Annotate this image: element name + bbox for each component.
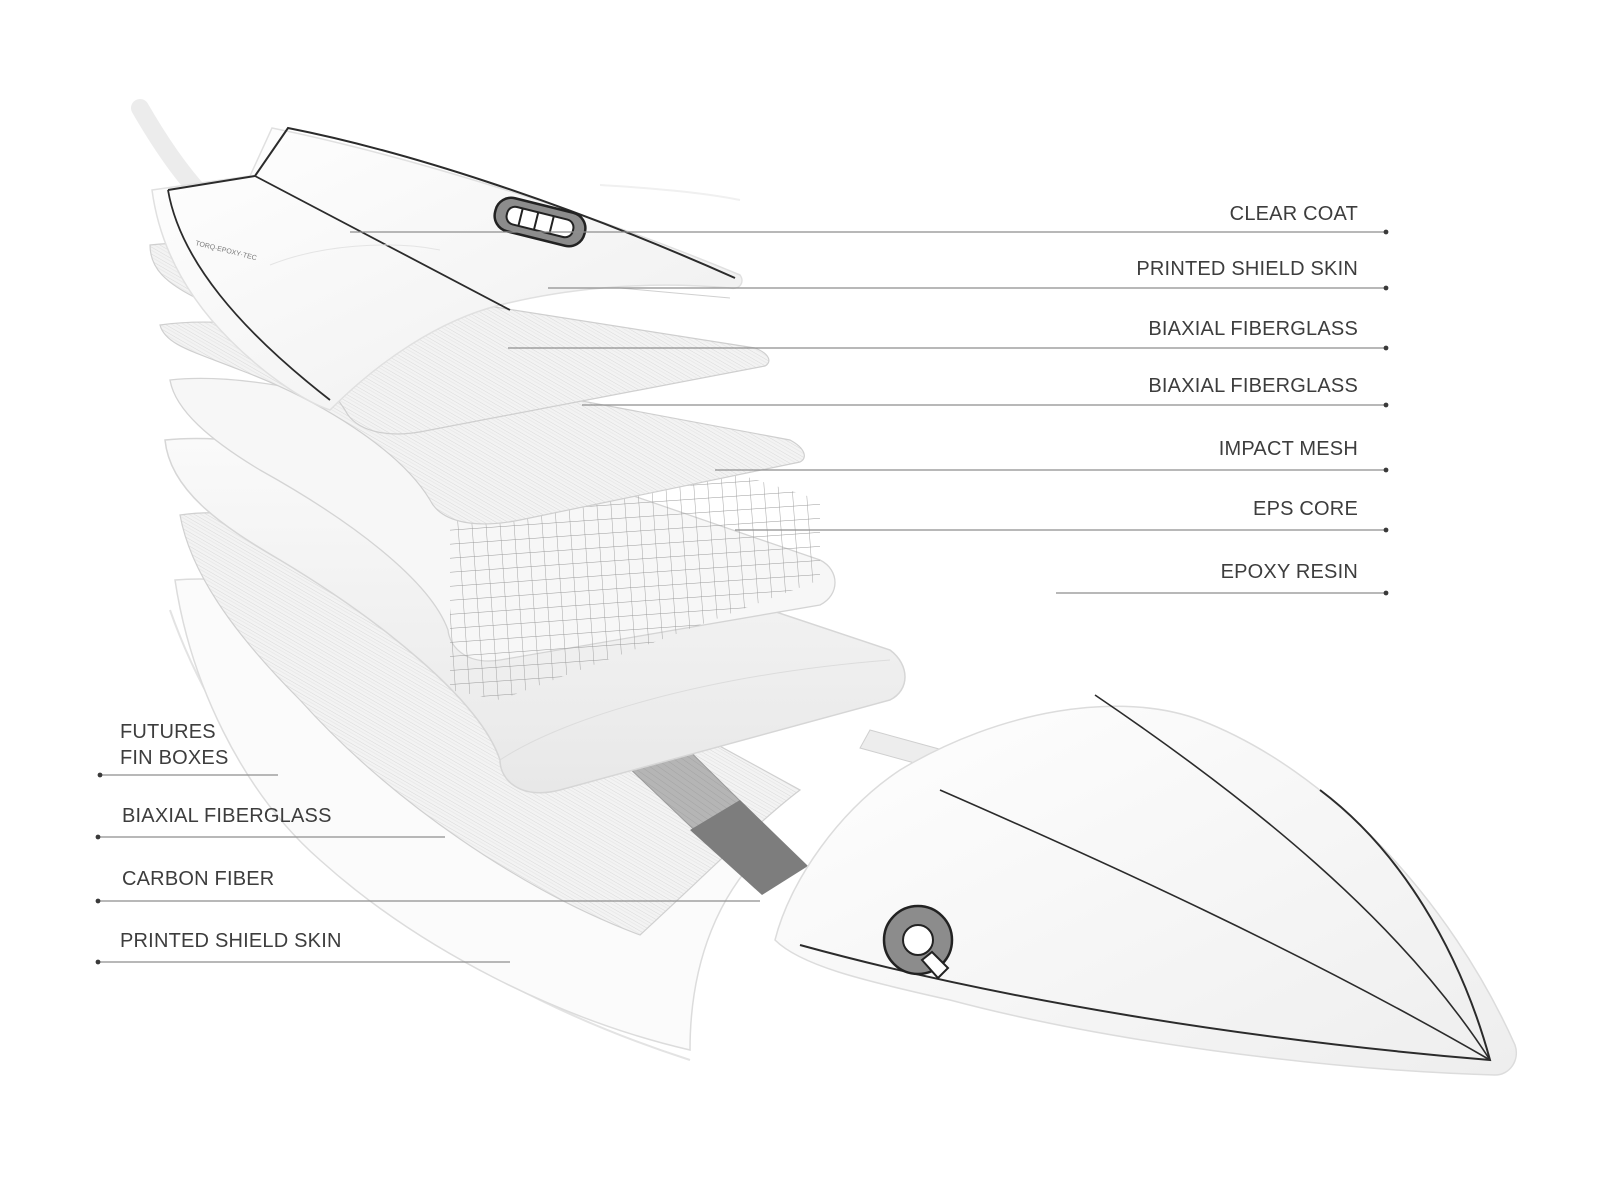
callout-carbon-fiber: CARBON FIBER	[95, 868, 760, 904]
callout-label: BIAXIAL FIBERGLASS	[1148, 318, 1358, 340]
callout-label: EPS CORE	[1253, 498, 1358, 520]
callout-clear-coat: CLEAR COAT	[350, 203, 1389, 235]
layer-carbon-fiber-dark	[690, 800, 808, 895]
deck-inner-stringer	[254, 175, 511, 311]
layer-impact-mesh	[450, 462, 820, 700]
callout-label: CARBON FIBER	[122, 868, 274, 890]
callout-eps-core: EPS CORE	[735, 498, 1389, 533]
callouts-left: FUTURES FIN BOXES BIAXIAL FIBERGLASS CAR…	[95, 721, 760, 965]
background-swoosh-arc	[599, 184, 741, 201]
callout-label-line2: FIN BOXES	[120, 747, 229, 769]
nose-edge-line	[1094, 694, 1491, 1061]
deck-rail-line	[167, 189, 331, 401]
nose-stringer-line	[939, 789, 1491, 1061]
callout-label: EPOXY RESIN	[1221, 561, 1358, 583]
callout-biaxial-fiberglass-2: BIAXIAL FIBERGLASS	[582, 375, 1389, 408]
eps-core-top-face	[499, 659, 891, 761]
callout-biaxial-fiberglass-1: BIAXIAL FIBERGLASS	[508, 318, 1389, 351]
callout-impact-mesh: IMPACT MESH	[715, 438, 1389, 473]
board-nose	[774, 705, 1517, 1076]
callout-label: PRINTED SHIELD SKIN	[1136, 258, 1358, 280]
callout-label: CLEAR COAT	[1230, 203, 1358, 225]
callout-epoxy-resin: EPOXY RESIN	[1056, 561, 1389, 596]
q-letter-logo-icon	[882, 904, 954, 980]
nose-outline-line	[799, 789, 1492, 1062]
callout-label: PRINTED SHIELD SKIN	[120, 930, 342, 952]
callout-futures-fin-boxes: FUTURES FIN BOXES	[97, 721, 278, 778]
callout-printed-shield-skin-bottom: PRINTED SHIELD SKIN	[95, 930, 510, 965]
callout-label: BIAXIAL FIBERGLASS	[122, 805, 332, 827]
callout-biaxial-fiberglass-bottom: BIAXIAL FIBERGLASS	[95, 805, 445, 840]
torq-wordmark-logo-icon	[493, 196, 587, 248]
callout-printed-shield-skin-top: PRINTED SHIELD SKIN	[548, 258, 1389, 291]
deck-shade-curve	[269, 244, 441, 266]
callout-label-line1: FUTURES	[120, 721, 216, 743]
callout-label: BIAXIAL FIBERGLASS	[1148, 375, 1358, 397]
callout-label: IMPACT MESH	[1219, 438, 1358, 460]
callouts-right: CLEAR COAT PRINTED SHIELD SKIN BIAXIAL F…	[350, 203, 1389, 596]
deck-outline-line	[167, 126, 736, 279]
